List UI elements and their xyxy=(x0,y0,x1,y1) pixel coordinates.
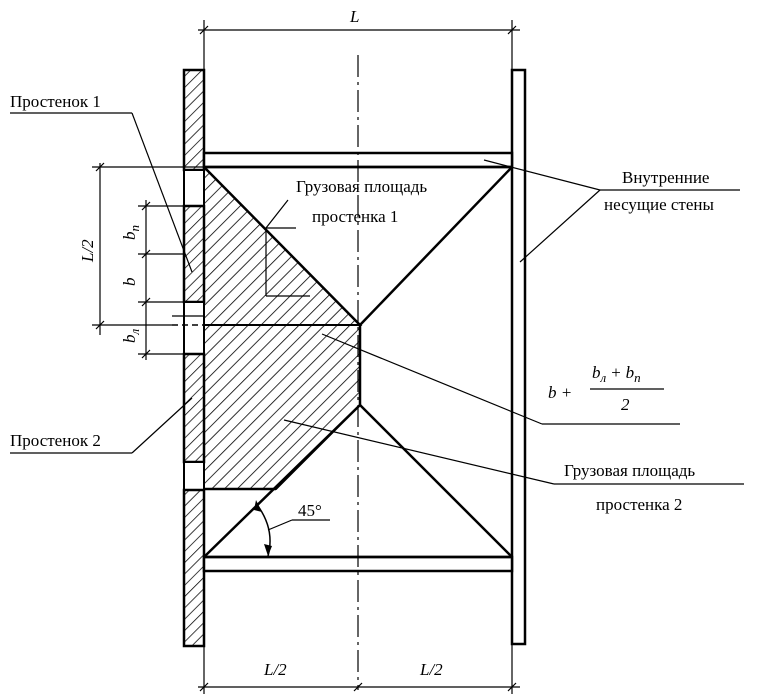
label-half-L-right: L/2 xyxy=(419,660,443,679)
right-wall xyxy=(510,68,527,646)
label-load-area-1-line2: простенка 1 xyxy=(312,207,398,226)
label-load-area-2-line1: Грузовая площадь xyxy=(564,461,695,480)
label-inner-walls-line2: несущие стены xyxy=(604,195,714,214)
pier-2 xyxy=(182,352,206,464)
svg-text:2: 2 xyxy=(621,395,630,414)
dimension-bottom xyxy=(198,644,520,694)
label-b-l: bл xyxy=(120,329,142,344)
opening-bottom xyxy=(183,461,205,491)
dimension-left xyxy=(92,162,204,360)
label-load-area-2-line2: простенка 2 xyxy=(596,495,682,514)
label-b: b xyxy=(120,278,139,287)
label-half-L-vertical: L/2 xyxy=(78,239,97,263)
svg-text:bл+bп: bл+bп xyxy=(592,363,641,385)
exterior-wall xyxy=(182,68,206,648)
formula: b + bл+bп 2 xyxy=(548,363,664,414)
label-b-p: bп xyxy=(120,225,142,240)
label-load-area-1-line1: Грузовая площадь xyxy=(296,177,427,196)
label-L: L xyxy=(349,7,359,26)
svg-text:b +: b + xyxy=(548,383,572,402)
pier-1 xyxy=(182,204,206,304)
label-inner-walls-line1: Внутренние xyxy=(622,168,709,187)
label-pier-2: Простенок 2 xyxy=(10,431,101,450)
opening-middle xyxy=(183,301,205,355)
label-half-L-left: L/2 xyxy=(263,660,287,679)
label-angle: 45° xyxy=(298,501,322,520)
opening-top xyxy=(183,169,205,207)
label-pier-1: Простенок 1 xyxy=(10,92,101,111)
pier-1-wall-segment xyxy=(182,68,206,172)
pier-bottom xyxy=(182,488,206,648)
load-area-pier-2 xyxy=(203,324,361,490)
dimension-L xyxy=(198,20,520,70)
